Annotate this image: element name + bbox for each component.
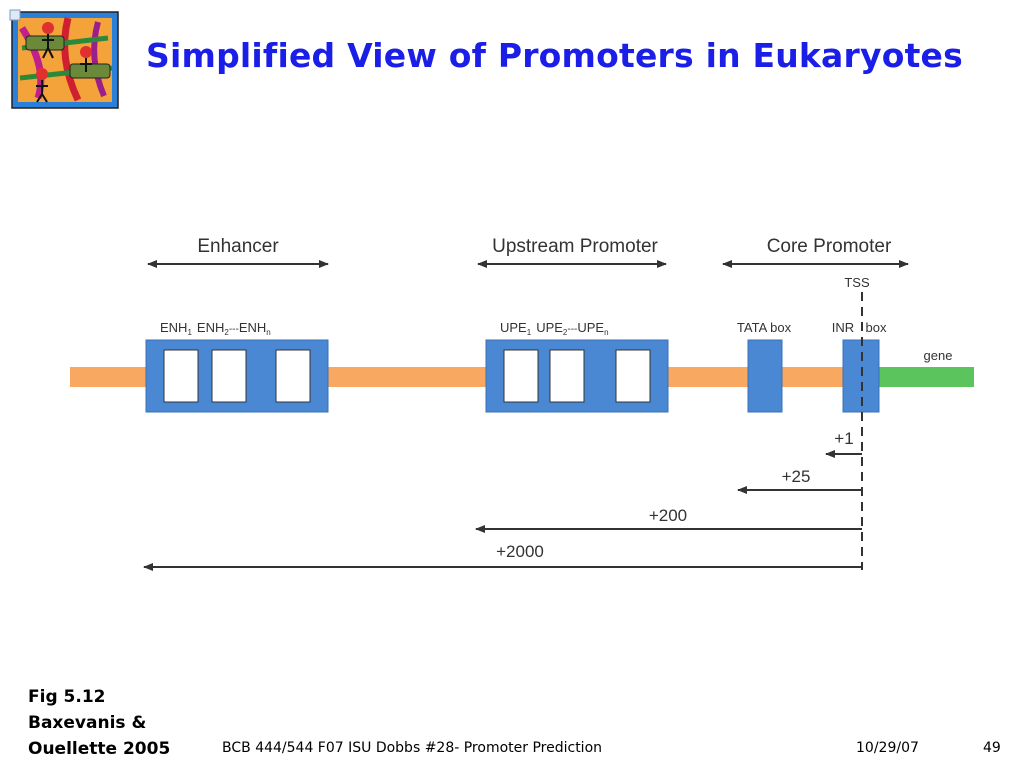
footer-date: 10/29/07 (856, 740, 919, 756)
core-promoter-label: Core Promoter (767, 236, 892, 257)
distance-plus-1-label: +1 (834, 429, 853, 448)
enh-2-box (211, 349, 247, 403)
enh-n-box (275, 349, 311, 403)
upstream-promoter-label: Upstream Promoter (492, 236, 658, 257)
distance-plus-25-label: +25 (782, 467, 811, 486)
footer-page-number: 49 (983, 740, 1001, 756)
tss-label: TSS (844, 275, 870, 290)
distance-plus-200-label: +200 (649, 506, 687, 525)
promoter-diagram: Enhancer Upstream Promoter Core Promoter… (70, 236, 974, 571)
inr-label-right: box (866, 320, 887, 335)
enhancer-label: Enhancer (197, 236, 279, 257)
caption-line-2: Baxevanis & (28, 713, 147, 733)
inr-label-left: INR (832, 320, 854, 335)
enh-1-box (163, 349, 199, 403)
figure-citation: Fig 5.12 Baxevanis & Ouellette 2005 (28, 684, 218, 762)
caption-line-1: Fig 5.12 (28, 687, 106, 707)
caption-line-3: Ouellette 2005 (28, 739, 171, 759)
slide-title: Simplified View of Promoters in Eukaryot… (146, 36, 963, 75)
upe-n-box (615, 349, 651, 403)
dna-people-clipart-icon (8, 8, 122, 112)
tata-box-label: TATA box (737, 320, 792, 335)
upe-2-box (549, 349, 585, 403)
upe-1-box (503, 349, 539, 403)
footer-course: BCB 444/544 F07 ISU Dobbs #28- Promoter … (222, 740, 603, 756)
gene-label: gene (924, 348, 953, 363)
distance-plus-2000-label: +2000 (496, 542, 544, 561)
tata-box (747, 339, 783, 413)
